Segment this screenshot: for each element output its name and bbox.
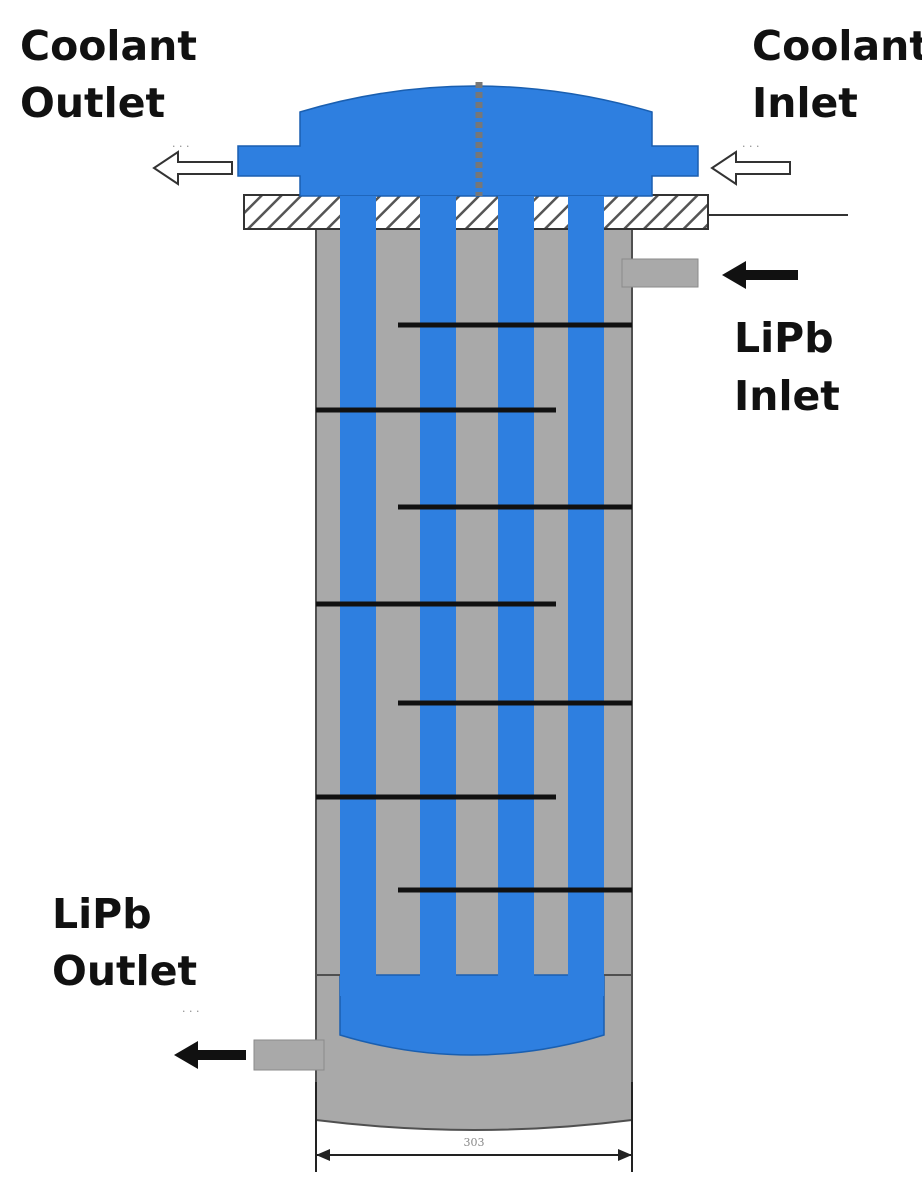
lipb-outlet-label-line1: LiPb (52, 890, 152, 938)
lipb-inlet-label-line1: LiPb (734, 314, 834, 362)
tube (340, 196, 376, 996)
lipb-inlet-arrow-icon (722, 261, 798, 289)
lipb-outlet-nozzle (253, 1039, 325, 1071)
coolant-outlet-label-line2: Outlet (20, 79, 165, 127)
coolant-header (237, 85, 699, 197)
coolant-outlet-label-line1: Coolant (20, 22, 197, 70)
coolant-tubes (340, 196, 604, 996)
faint-scan-text: · · · (742, 140, 759, 153)
tube (498, 196, 534, 996)
dimension-marker (315, 1082, 633, 1172)
baffles (316, 322, 632, 893)
dimension-label: 303 (464, 1136, 485, 1149)
shell-body (315, 224, 633, 1131)
lipb-outlet-label-line2: Outlet (52, 947, 197, 995)
coolant-inlet-label-line2: Inlet (752, 79, 858, 127)
faint-scan-text: · · · (172, 140, 189, 153)
tube (420, 196, 456, 996)
lipb-inlet-label-line2: Inlet (734, 372, 840, 420)
faint-scan-text: · · · (182, 1005, 199, 1018)
coolant-inlet-arrow-icon (710, 150, 791, 186)
coolant-inlet-label-line1: Coolant (752, 22, 922, 70)
lipb-inlet-nozzle (621, 258, 699, 288)
lipb-outlet-arrow-icon (174, 1041, 246, 1069)
coolant-return-head (339, 974, 605, 1056)
coolant-outlet-arrow-icon (152, 150, 233, 186)
tube-sheet-flange (243, 194, 709, 230)
tube (568, 196, 604, 996)
